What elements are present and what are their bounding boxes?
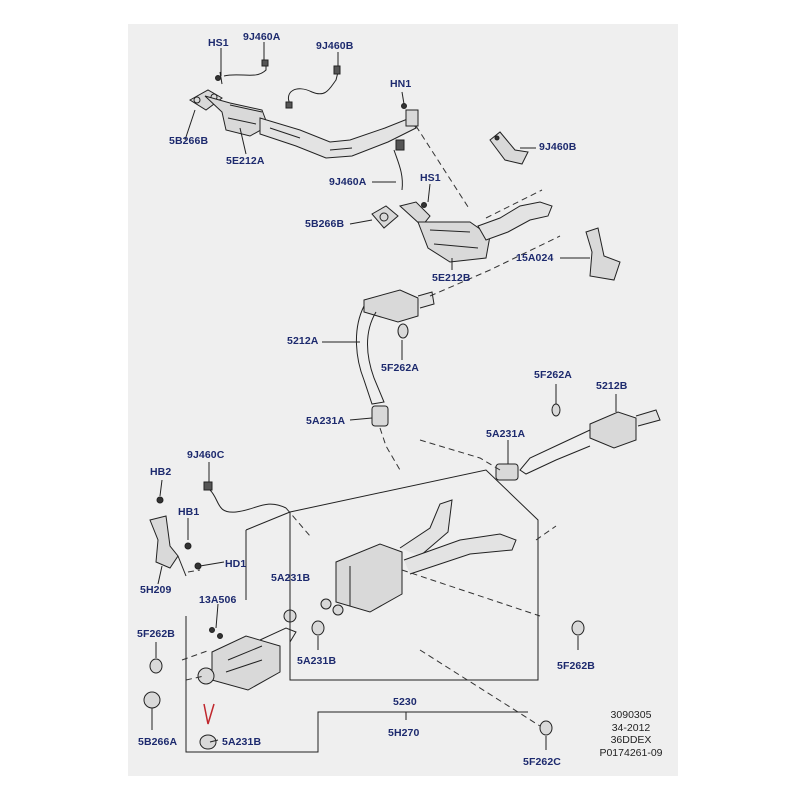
clamp-5a231a-right bbox=[495, 463, 519, 481]
intermediate-pipe-5212a bbox=[355, 289, 435, 405]
label-5b266b-mid: 5B266B bbox=[305, 218, 345, 230]
gasket-5b266a bbox=[143, 691, 161, 709]
bracket-15a024 bbox=[585, 227, 621, 281]
reference-block: 3090305 34-2012 36DDEX P0174261-09 bbox=[598, 709, 664, 759]
rear-muffler-5230 bbox=[320, 499, 517, 616]
label-5b266a: 5B266A bbox=[138, 736, 178, 748]
label-5a231b-upper: 5A231B bbox=[271, 572, 311, 584]
clamp-5a231b-bottom bbox=[199, 734, 217, 750]
label-9j460b-right: 9J460B bbox=[539, 141, 577, 153]
label-5212a: 5212A bbox=[287, 335, 319, 347]
label-hs1-mid: HS1 bbox=[420, 172, 441, 184]
reference-line-2: 34-2012 bbox=[611, 721, 651, 734]
front-pipe-5e212b bbox=[371, 139, 553, 263]
label-5a231b-mid: 5A231B bbox=[297, 655, 337, 667]
label-5a231a-right: 5A231A bbox=[486, 428, 526, 440]
label-13a506: 13A506 bbox=[199, 594, 237, 606]
label-5212b: 5212B bbox=[596, 380, 628, 392]
label-5230: 5230 bbox=[393, 696, 417, 708]
label-5f262b-left: 5F262B bbox=[137, 628, 175, 640]
clamp-5a231b-mid bbox=[311, 620, 325, 636]
label-hb1: HB1 bbox=[178, 506, 200, 518]
label-5f262a-left: 5F262A bbox=[381, 362, 419, 374]
clamp-5a231a-left bbox=[371, 405, 389, 427]
label-5f262c: 5F262C bbox=[523, 756, 561, 768]
label-hb2: HB2 bbox=[150, 466, 172, 478]
label-5f262a-right: 5F262A bbox=[534, 369, 572, 381]
isolator-5f262c bbox=[539, 720, 553, 736]
label-hd1: HD1 bbox=[225, 558, 247, 570]
label-9j460a-top: 9J460A bbox=[243, 31, 281, 43]
bracket-9j460b bbox=[489, 131, 529, 165]
label-9j460b-top: 9J460B bbox=[316, 40, 354, 52]
isolator-5f262b-right bbox=[571, 620, 585, 636]
isolator-5f262b-left bbox=[149, 658, 163, 674]
label-5e212a: 5E212A bbox=[226, 155, 265, 167]
label-15a024: 15A024 bbox=[516, 252, 554, 264]
label-5b266b-top: 5B266B bbox=[169, 135, 209, 147]
label-5a231a-left: 5A231A bbox=[306, 415, 346, 427]
front-pipe-5e212a bbox=[189, 59, 419, 159]
label-hs1-top: HS1 bbox=[208, 37, 229, 49]
leader-lines bbox=[151, 42, 617, 750]
sensor-9j460c bbox=[203, 481, 287, 513]
rear-muffler-5h270 bbox=[197, 627, 297, 691]
label-9j460a-mid: 9J460A bbox=[329, 176, 367, 188]
group-outlines bbox=[185, 469, 539, 753]
label-5e212b: 5E212B bbox=[432, 272, 471, 284]
label-hn1: HN1 bbox=[390, 78, 412, 90]
reference-line-4: P0174261-09 bbox=[599, 746, 663, 759]
reference-line-3: 36DDEX bbox=[610, 734, 652, 746]
label-9j460c: 9J460C bbox=[187, 449, 225, 461]
label-5h270: 5H270 bbox=[388, 727, 420, 739]
label-5f262b-right: 5F262B bbox=[557, 660, 595, 672]
label-5a231b-bottom: 5A231B bbox=[222, 736, 262, 748]
label-5h209: 5H209 bbox=[140, 584, 172, 596]
assembly-lines bbox=[181, 125, 561, 727]
intermediate-pipe-5212b bbox=[519, 403, 661, 475]
reference-line-1: 3090305 bbox=[610, 709, 652, 721]
accent-mark bbox=[203, 703, 215, 725]
